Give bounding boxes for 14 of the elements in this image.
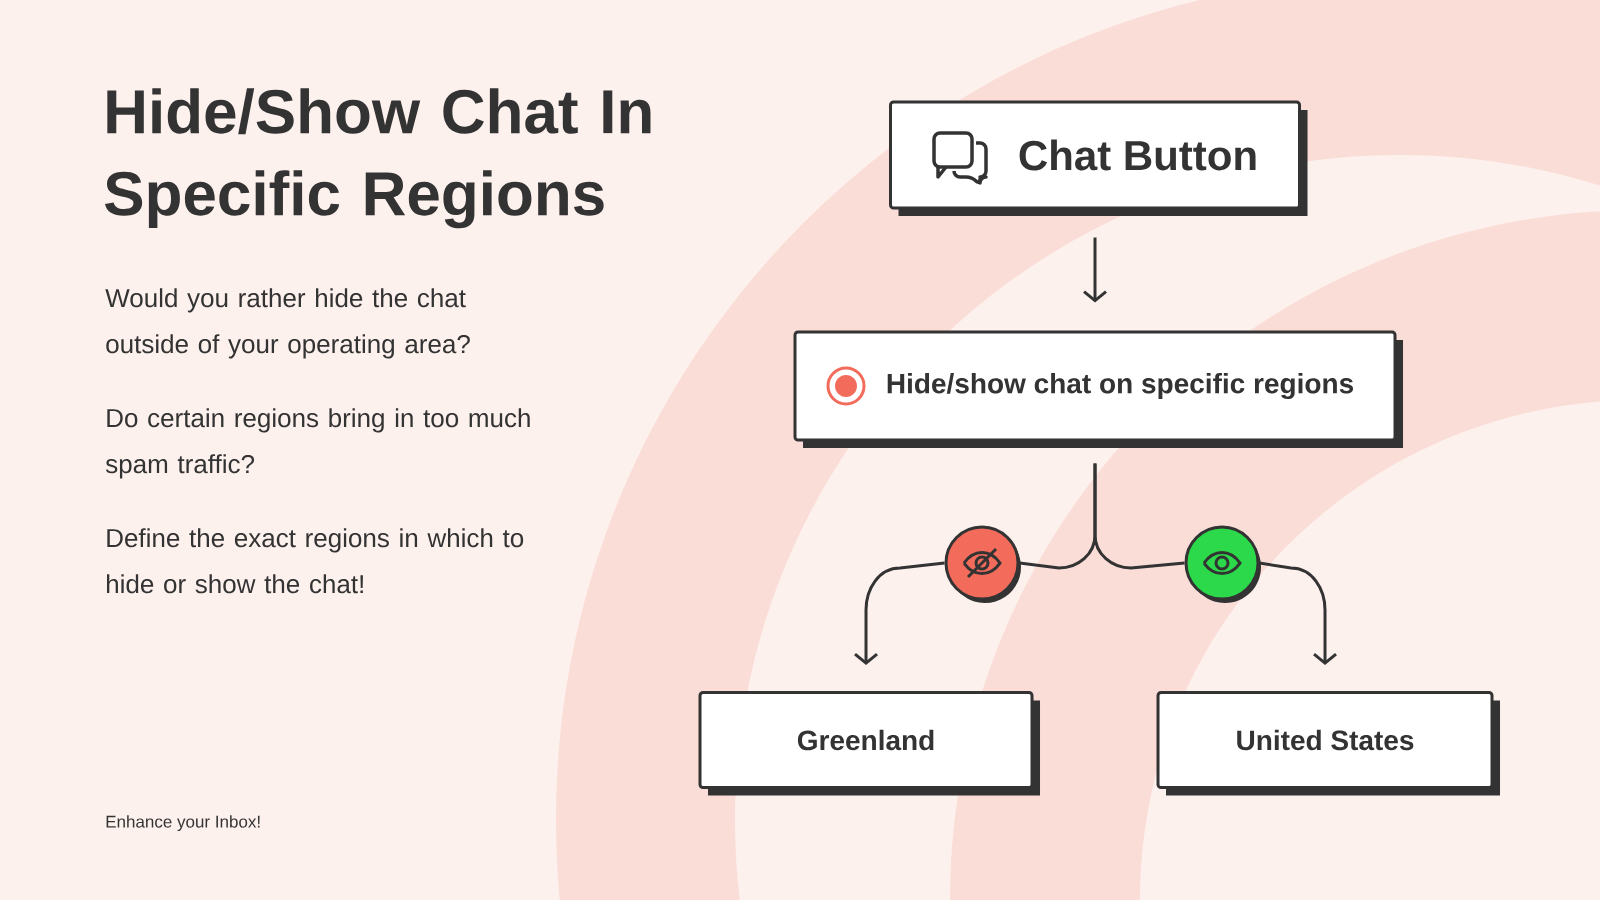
toggle-circle bbox=[1184, 525, 1261, 603]
paragraph: Would you rather hide the chat outside of your operating area? bbox=[105, 288, 470, 359]
tagline: Enhance your Inbox! bbox=[106, 815, 260, 832]
process-box: Chat Button bbox=[889, 100, 1308, 216]
arrow bbox=[1083, 237, 1107, 303]
paragraph: Do certain regions bring in too much spam traffic? bbox=[105, 408, 530, 479]
region-box: United States bbox=[1156, 691, 1500, 796]
region-box: Greenland bbox=[698, 691, 1040, 796]
paragraph: Define the exact regions in which to hide or show the chat! bbox=[107, 528, 524, 594]
toggle-circle bbox=[944, 525, 1021, 603]
title: Hide/Show Chat In Specific Regions bbox=[105, 88, 651, 229]
arrow bbox=[1259, 561, 1337, 665]
process-box: Hide/show chat on specific regions bbox=[793, 330, 1403, 448]
arrow bbox=[854, 561, 945, 665]
